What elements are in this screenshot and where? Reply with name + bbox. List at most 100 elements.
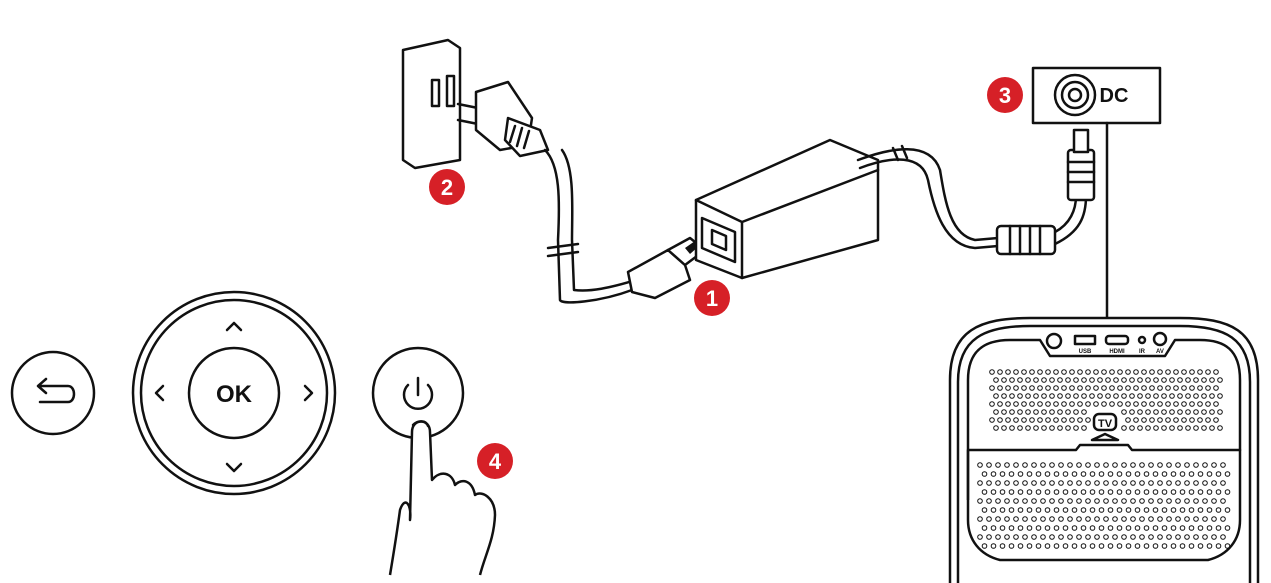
- grille-hole: [1037, 401, 1043, 407]
- grille-hole: [1026, 471, 1033, 477]
- grille-hole: [1197, 507, 1204, 513]
- grille-hole: [1040, 534, 1046, 540]
- grille-hole: [986, 534, 992, 540]
- grille-hole: [1053, 471, 1060, 477]
- grille-hole: [1149, 401, 1155, 407]
- grille-hole: [995, 462, 1001, 468]
- grille-hole: [1009, 425, 1015, 431]
- grille-hole: [1125, 417, 1131, 423]
- grille-hole: [1161, 489, 1168, 495]
- grille-hole: [1001, 393, 1007, 399]
- grille-hole: [1101, 385, 1107, 391]
- grille-hole: [1026, 507, 1033, 513]
- grille-hole: [1022, 516, 1028, 522]
- grille-hole: [1094, 498, 1100, 504]
- grille-hole: [1109, 401, 1115, 407]
- grille-hole: [1161, 507, 1168, 513]
- grille-hole: [1004, 534, 1010, 540]
- grille-hole: [1073, 377, 1079, 383]
- grille-hole: [1085, 498, 1091, 504]
- grille-hole: [1188, 471, 1195, 477]
- grille-hole: [1175, 462, 1181, 468]
- grille-hole: [993, 393, 999, 399]
- grille-hole: [1125, 525, 1132, 531]
- grille-hole: [1137, 393, 1143, 399]
- grille-hole: [999, 471, 1006, 477]
- grille-hole: [1013, 462, 1019, 468]
- grille-hole: [989, 385, 995, 391]
- grille-hole: [1022, 534, 1028, 540]
- grille-hole: [1121, 393, 1127, 399]
- grille-hole: [1201, 409, 1207, 415]
- grille-hole: [1157, 462, 1163, 468]
- grille-hole: [1143, 489, 1150, 495]
- grille-hole: [1179, 543, 1186, 549]
- grille-hole: [1152, 507, 1159, 513]
- grille-hole: [1107, 489, 1114, 495]
- grille-hole: [1193, 409, 1199, 415]
- grille-hole: [1125, 507, 1132, 513]
- grille-hole: [993, 377, 999, 383]
- grille-hole: [1141, 385, 1147, 391]
- grille-hole: [1157, 498, 1163, 504]
- grille-hole: [1031, 534, 1037, 540]
- grille-hole: [1013, 401, 1019, 407]
- grille-hole: [981, 489, 988, 495]
- grille-hole: [1085, 385, 1091, 391]
- grille-hole: [1025, 393, 1031, 399]
- dpad[interactable]: OK: [131, 290, 337, 496]
- grille-hole: [1093, 369, 1099, 375]
- grille-hole: [1103, 516, 1109, 522]
- grille-hole: [1188, 489, 1195, 495]
- grille-hole: [1017, 377, 1023, 383]
- grille-hole: [1116, 507, 1123, 513]
- grille-hole: [1076, 462, 1082, 468]
- grille-hole: [1093, 401, 1099, 407]
- grille-hole: [1035, 525, 1042, 531]
- ac-cable: [543, 148, 634, 304]
- back-button[interactable]: [10, 350, 96, 436]
- grille-hole: [1141, 417, 1147, 423]
- grille-hole: [1125, 385, 1131, 391]
- grille-hole: [1062, 525, 1069, 531]
- grille-hole: [1033, 393, 1039, 399]
- grille-hole: [1202, 480, 1208, 486]
- grille-hole: [1035, 489, 1042, 495]
- grille-hole: [1093, 385, 1099, 391]
- grille-hole: [1098, 543, 1105, 549]
- grille-hole: [1134, 525, 1141, 531]
- ok-button[interactable]: [187, 346, 281, 440]
- grille-hole: [1129, 377, 1135, 383]
- grille-hole: [1137, 425, 1143, 431]
- grille-hole: [1202, 462, 1208, 468]
- grille-hole: [1143, 507, 1150, 513]
- grille-hole: [1065, 377, 1071, 383]
- grille-hole: [1157, 516, 1163, 522]
- grille-hole: [1153, 377, 1159, 383]
- grille-hole: [1080, 507, 1087, 513]
- grille-hole: [1085, 369, 1091, 375]
- grille-hole: [1077, 417, 1083, 423]
- grille-hole: [1067, 462, 1073, 468]
- grille-hole: [1209, 377, 1215, 383]
- grille-hole: [1145, 409, 1151, 415]
- grille-hole: [1121, 534, 1127, 540]
- grille-hole: [1143, 471, 1150, 477]
- grille-hole: [1112, 462, 1118, 468]
- grille-hole: [1081, 425, 1087, 431]
- svg-text:1: 1: [706, 286, 718, 311]
- grille-hole: [1161, 543, 1168, 549]
- grille-hole: [1197, 401, 1203, 407]
- grille-hole: [1058, 498, 1064, 504]
- finger-hand-icon: [388, 420, 497, 576]
- grille-hole: [1205, 401, 1211, 407]
- grille-hole: [1009, 377, 1015, 383]
- power-adapter: [694, 138, 880, 280]
- grille-hole: [1209, 425, 1215, 431]
- grille-hole: [1130, 516, 1136, 522]
- grille-hole: [990, 489, 997, 495]
- grille-hole: [1197, 369, 1203, 375]
- grille-hole: [1121, 425, 1127, 431]
- grille-hole: [1149, 385, 1155, 391]
- grille-hole: [1206, 525, 1213, 531]
